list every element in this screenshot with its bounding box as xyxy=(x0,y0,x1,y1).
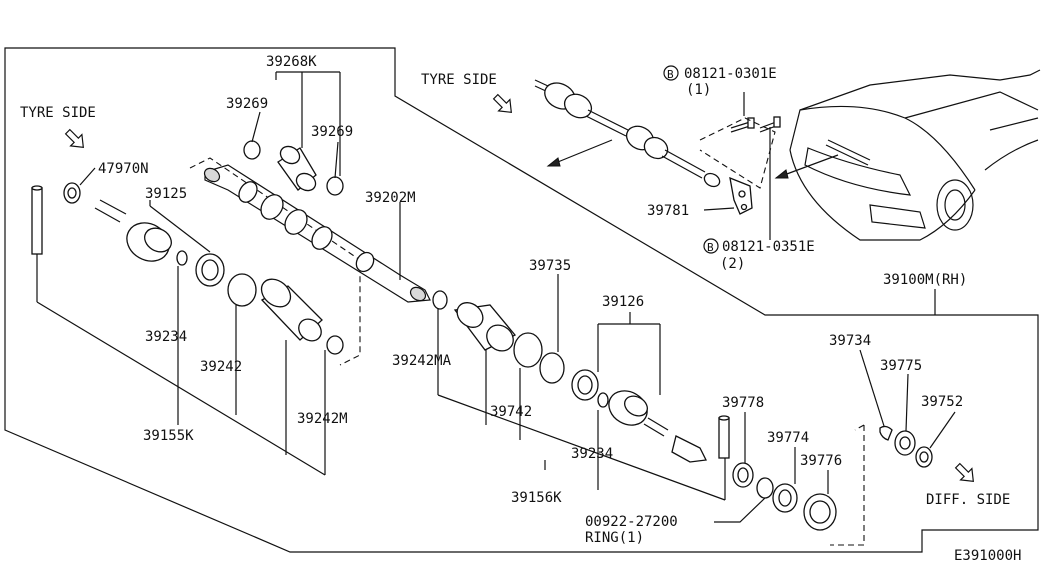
label-39234-left: 39234 xyxy=(145,329,187,345)
joint-39125 xyxy=(94,199,225,287)
circled-b-icon: B xyxy=(707,241,714,254)
part-labels: 39268K 39269 39269 47970N 39125 39202M 3… xyxy=(98,54,1021,564)
outline-arrow-down-right-icon xyxy=(954,462,974,482)
label-39778: 39778 xyxy=(722,395,764,411)
bolt-bottom-callout: B 08121-0351E (2) xyxy=(703,238,815,272)
label-39735: 39735 xyxy=(529,258,571,274)
circled-b-icon: B xyxy=(667,68,674,81)
joint-39126 xyxy=(571,369,707,463)
inset-drive-shaft xyxy=(534,79,753,215)
left-rod xyxy=(31,185,43,255)
label-39742: 39742 xyxy=(490,404,532,420)
inset-arrow-car-head xyxy=(774,169,789,179)
label-39775: 39775 xyxy=(880,358,922,374)
outline-arrow-up-left-icon xyxy=(492,93,512,113)
label-ring-code: 00922-27200 xyxy=(585,514,678,530)
label-39242: 39242 xyxy=(200,359,242,375)
label-39776: 39776 xyxy=(800,453,842,469)
label-39156K: 39156K xyxy=(511,490,562,506)
label-39269-right: 39269 xyxy=(311,124,353,140)
label-39752: 39752 xyxy=(921,394,963,410)
leader-lines xyxy=(36,71,956,523)
outline-arrow-up-left-icon xyxy=(64,128,84,148)
label-39268K: 39268K xyxy=(266,54,317,70)
label-39155K: 39155K xyxy=(143,428,194,444)
tyre-side-left-label: TYRE SIDE xyxy=(20,105,96,121)
seals-right xyxy=(732,462,837,531)
label-39234-right: 39234 xyxy=(571,446,613,462)
tyre-side-inset-label: TYRE SIDE xyxy=(421,72,497,88)
diagram-frame xyxy=(4,47,1039,553)
diff-side-label: DIFF. SIDE xyxy=(926,492,1010,508)
boot-39242-group xyxy=(227,273,344,355)
label-47970N: 47970N xyxy=(98,161,149,177)
boot-39268K xyxy=(243,140,344,196)
drawing-code: E391000H xyxy=(954,548,1021,564)
car-illustration xyxy=(789,69,1041,241)
label-39125: 39125 xyxy=(145,186,187,202)
part-47970N xyxy=(63,182,81,204)
bolt-bottom-code: 08121-0351E xyxy=(722,239,815,255)
main-shaft-39202M xyxy=(189,157,431,366)
label-39734: 39734 xyxy=(829,333,871,349)
bolt-top-code: 08121-0301E xyxy=(684,66,777,82)
label-39100M-RH: 39100M(RH) xyxy=(883,272,967,288)
bolt-top-qty: (1) xyxy=(686,82,711,98)
diff-side-parts xyxy=(879,425,933,468)
label-39242MA: 39242MA xyxy=(392,353,452,369)
label-39269-left: 39269 xyxy=(226,96,268,112)
inset-arrow-left-head xyxy=(546,157,561,167)
label-ring: RING(1) xyxy=(585,530,644,546)
label-39774: 39774 xyxy=(767,430,809,446)
boot-39242MA-group xyxy=(432,290,565,384)
label-39126: 39126 xyxy=(602,294,644,310)
bolt-bottom-qty: (2) xyxy=(720,256,745,272)
rod-39778 xyxy=(718,415,730,459)
inset-bolts xyxy=(699,92,781,240)
bolt-top-callout: B 08121-0301E (1) xyxy=(663,65,777,98)
label-39242M: 39242M xyxy=(297,411,348,427)
label-39781: 39781 xyxy=(647,203,689,219)
label-39202M: 39202M xyxy=(365,190,416,206)
